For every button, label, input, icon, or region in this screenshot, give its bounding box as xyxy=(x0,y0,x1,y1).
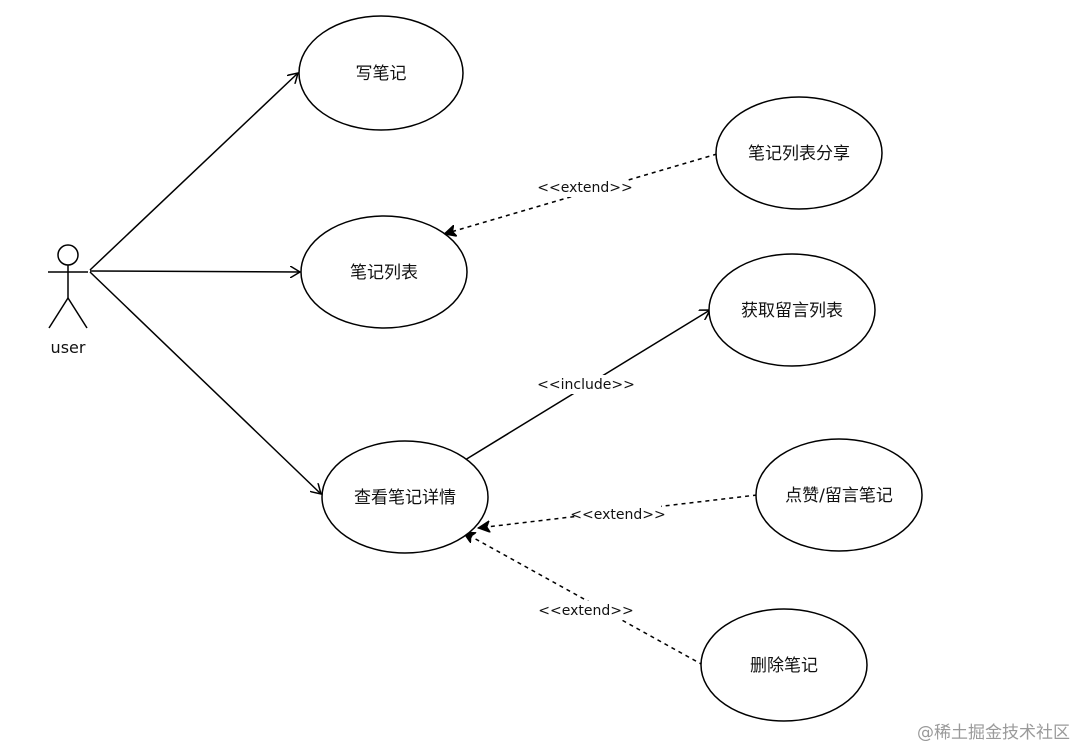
use-case-view-note-detail: 查看笔记详情 xyxy=(321,440,489,554)
extend-share-label: <<extend>> xyxy=(537,180,632,196)
use-case-ellipse xyxy=(298,15,464,131)
actor-label: user xyxy=(51,338,86,357)
use-case-ellipse xyxy=(708,253,876,367)
extend-delete-label: <<extend>> xyxy=(538,603,633,619)
extend-delete-to-detail xyxy=(463,531,704,666)
use-case-label: 查看笔记详情 xyxy=(354,488,456,508)
use-case-label: 写笔记 xyxy=(356,64,407,84)
use-case-ellipse xyxy=(300,215,468,329)
relation-label-bg xyxy=(543,601,629,620)
use-case-ellipse xyxy=(700,608,868,722)
extend-like-to-detail xyxy=(478,494,758,528)
relation-label-bg xyxy=(575,505,661,524)
use-case-label: 点赞/留言笔记 xyxy=(785,486,893,506)
use-case-like-comment-note: 点赞/留言笔记 xyxy=(755,438,923,552)
use-case-get-comment-list: 获取留言列表 xyxy=(708,253,876,367)
use-case-delete-note: 删除笔记 xyxy=(700,608,868,722)
relation-label-bg xyxy=(542,178,628,197)
use-case-label: 笔记列表 xyxy=(350,263,418,283)
use-case-label: 删除笔记 xyxy=(750,656,818,676)
actor-user: user xyxy=(48,244,88,357)
association-note-list xyxy=(89,271,300,272)
relation-label-bg xyxy=(541,375,631,394)
use-case-ellipse xyxy=(321,440,489,554)
use-case-label: 获取留言列表 xyxy=(741,301,843,321)
extend-like-label: <<extend>> xyxy=(570,507,665,523)
use-case-write-note: 写笔记 xyxy=(298,15,464,131)
include-comments-label: <<include>> xyxy=(537,377,635,393)
association-view-detail xyxy=(89,271,321,494)
actor-left-leg xyxy=(48,297,69,329)
use-case-ellipse xyxy=(755,438,923,552)
actor-right-leg xyxy=(67,297,88,329)
watermark-text: @稀土掘金技术社区 xyxy=(917,723,1070,743)
use-case-label: 笔记列表分享 xyxy=(748,144,850,164)
actor-head xyxy=(57,244,79,266)
association-write-note xyxy=(89,73,298,271)
use-case-note-list: 笔记列表 xyxy=(300,215,468,329)
use-case-share-note-list: 笔记列表分享 xyxy=(715,96,883,210)
use-case-ellipse xyxy=(715,96,883,210)
